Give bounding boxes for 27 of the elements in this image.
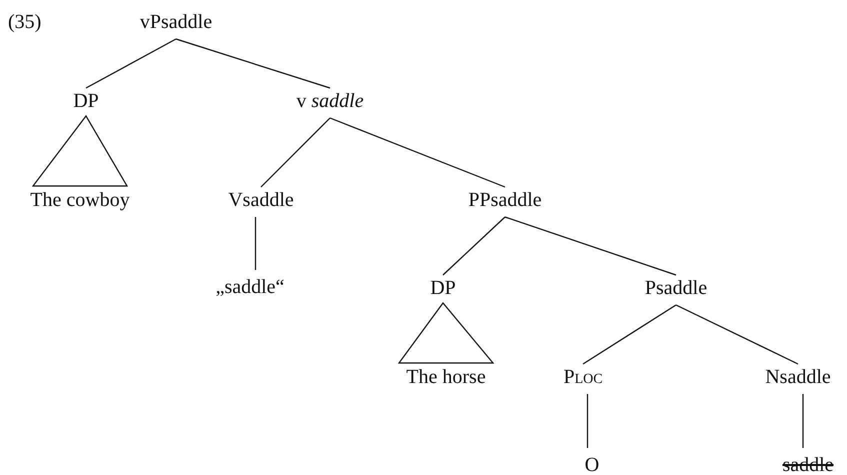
example-number: (35) [8, 11, 42, 33]
branch-line [586, 394, 588, 448]
branch-line [254, 217, 256, 270]
branch-line [260, 118, 330, 188]
category-label: PPsaddle [468, 189, 542, 211]
branch-line [176, 38, 330, 89]
branch-line [802, 394, 804, 448]
category-label: v saddle [296, 90, 364, 112]
category-label: Nsaddle [765, 366, 831, 388]
terminal-word: O [584, 454, 600, 475]
triangle-branch [398, 302, 494, 364]
category-label: DP [430, 277, 456, 299]
branch-line [442, 216, 506, 276]
category-label: vPsaddle [140, 11, 212, 33]
terminal-word: saddle [782, 454, 834, 475]
branch-line [676, 304, 798, 365]
category-label: Vsaddle [228, 189, 294, 211]
branch-line [504, 216, 676, 276]
branch-line [582, 304, 676, 364]
category-label: DP [73, 90, 99, 112]
terminal-word: The cowboy [30, 189, 130, 211]
branch-line [86, 38, 176, 89]
branch-line [330, 117, 506, 188]
triangle-branch [32, 114, 128, 187]
terminal-word: The horse [406, 366, 486, 388]
terminal-word: „saddle“ [216, 276, 284, 298]
category-label: Psaddle [644, 277, 708, 299]
